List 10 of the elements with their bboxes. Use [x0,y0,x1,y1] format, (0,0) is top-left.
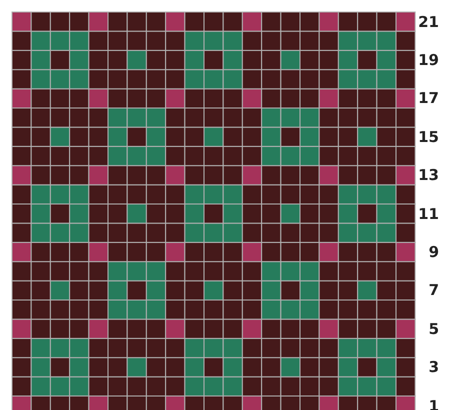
row-number: 19 [417,51,439,69]
row-number: 9 [428,243,439,261]
row-number: 11 [417,204,439,223]
row-number: 17 [417,89,439,108]
row-number: 3 [428,358,439,376]
row-number: 13 [417,166,439,184]
row-number: 15 [417,128,439,146]
row-number: 5 [428,320,439,338]
row-number: 7 [428,281,439,300]
row-number: 21 [417,12,439,31]
